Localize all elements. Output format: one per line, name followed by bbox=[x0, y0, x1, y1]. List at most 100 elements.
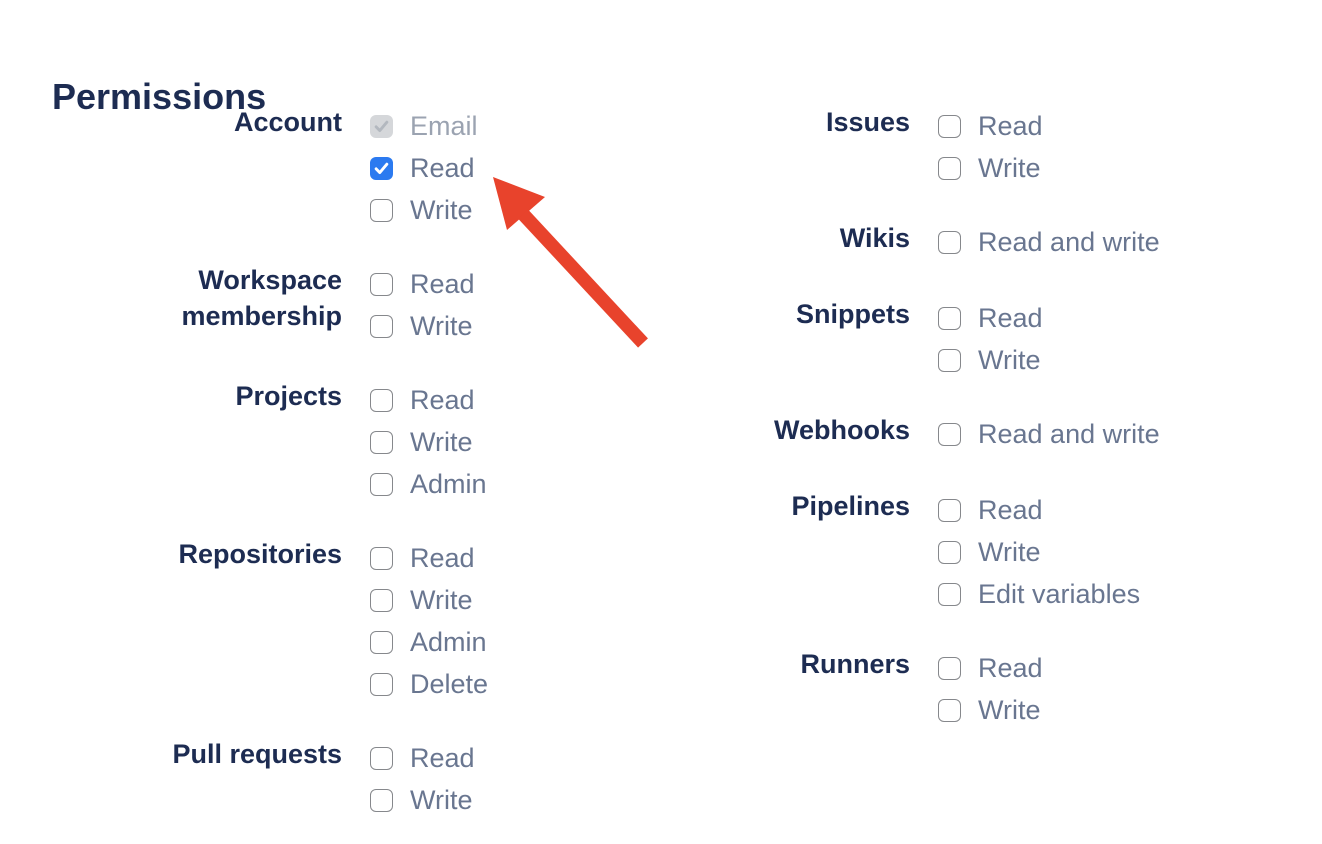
option-label-account-read: Read bbox=[410, 153, 475, 183]
group-label-repositories: Repositories bbox=[178, 539, 342, 569]
option-label-projects-read: Read bbox=[410, 385, 475, 415]
group-label-runners: Runners bbox=[800, 649, 910, 679]
permission-options: Read Write Admin Delete bbox=[370, 543, 489, 699]
option-label-snippets-write: Write bbox=[978, 345, 1041, 375]
option-label-wikis-read-and-write: Read and write bbox=[978, 227, 1160, 257]
checkbox-snippets-write[interactable] bbox=[938, 349, 961, 372]
option-label-runners-write: Write bbox=[978, 695, 1041, 725]
checkbox-account-email bbox=[370, 115, 393, 138]
checkbox-projects-read[interactable] bbox=[370, 389, 393, 412]
option-label-account-email: Email bbox=[410, 111, 478, 141]
option-webhooks-read-and-write: Read and write bbox=[938, 421, 1160, 448]
checkbox-pull-requests-read[interactable] bbox=[370, 747, 393, 770]
checkbox-pull-requests-write[interactable] bbox=[370, 789, 393, 812]
permission-options: Read and write bbox=[938, 421, 1160, 448]
option-wikis-read-and-write: Read and write bbox=[938, 227, 1160, 257]
option-label-pipelines-write: Write bbox=[978, 537, 1041, 567]
checkbox-workspace-membership-read[interactable] bbox=[370, 273, 393, 296]
option-label-issues-write: Write bbox=[978, 153, 1041, 183]
option-label-repositories-read: Read bbox=[410, 543, 475, 573]
option-label-workspace-membership-write: Write bbox=[410, 311, 473, 341]
group-label-webhooks: Webhooks bbox=[773, 415, 910, 445]
permission-group-workspace-membership: Workspace membership Read Write bbox=[167, 265, 488, 341]
permission-options: Read Write Edit variables bbox=[938, 495, 1140, 608]
group-label-pull-requests: Pull requests bbox=[172, 739, 342, 769]
option-pull-requests-read: Read bbox=[370, 745, 475, 772]
option-projects-write: Write bbox=[370, 427, 487, 457]
option-pipelines-read: Read bbox=[938, 495, 1140, 525]
option-label-issues-read: Read bbox=[978, 111, 1043, 141]
group-label-wikis: Wikis bbox=[839, 223, 910, 253]
option-projects-admin: Admin bbox=[370, 471, 487, 498]
option-label-pipelines-read: Read bbox=[978, 495, 1043, 525]
permission-options: Read Write bbox=[938, 653, 1043, 725]
option-label-snippets-read: Read bbox=[978, 303, 1043, 333]
checkbox-repositories-read[interactable] bbox=[370, 547, 393, 570]
option-repositories-delete: Delete bbox=[370, 669, 489, 699]
option-label-pull-requests-write: Write bbox=[410, 785, 473, 815]
checkbox-runners-write[interactable] bbox=[938, 699, 961, 722]
option-pull-requests-write: Write bbox=[370, 785, 475, 815]
checkbox-issues-write[interactable] bbox=[938, 157, 961, 180]
option-issues-write: Write bbox=[938, 153, 1043, 183]
option-account-read: Read bbox=[370, 153, 478, 183]
checkbox-repositories-delete[interactable] bbox=[370, 673, 393, 696]
checkbox-webhooks-read-and-write[interactable] bbox=[938, 423, 961, 446]
option-issues-read: Read bbox=[938, 111, 1043, 141]
option-repositories-write: Write bbox=[370, 585, 488, 615]
permission-group-wikis: Wikis Read and write bbox=[730, 223, 1160, 257]
option-account-write: Write bbox=[370, 197, 478, 224]
checkbox-repositories-write[interactable] bbox=[370, 589, 393, 612]
checkmark-icon bbox=[374, 162, 389, 175]
checkbox-projects-admin[interactable] bbox=[370, 473, 393, 496]
permission-group-repositories: Repositories Read Write Admin Delete bbox=[167, 539, 489, 699]
arrow-head bbox=[493, 177, 545, 230]
checkbox-wikis-read-and-write[interactable] bbox=[938, 231, 961, 254]
checkbox-account-read[interactable] bbox=[370, 157, 393, 180]
option-label-projects-write: Write bbox=[410, 427, 473, 457]
checkbox-snippets-read[interactable] bbox=[938, 307, 961, 330]
checkbox-workspace-membership-write[interactable] bbox=[370, 315, 393, 338]
group-label-pipelines: Pipelines bbox=[791, 491, 910, 521]
checkbox-projects-write[interactable] bbox=[370, 431, 393, 454]
group-label-workspace-membership: Workspace membership bbox=[181, 265, 342, 331]
option-label-repositories-admin: Admin bbox=[410, 627, 487, 657]
option-repositories-read: Read bbox=[370, 543, 488, 573]
group-label-issues: Issues bbox=[825, 107, 910, 137]
permission-options: Read and write bbox=[938, 227, 1160, 257]
option-label-workspace-membership-read: Read bbox=[410, 269, 475, 299]
checkbox-pipelines-edit-variables[interactable] bbox=[938, 583, 961, 606]
permission-group-snippets: Snippets Read Write bbox=[730, 299, 1160, 375]
option-snippets-write: Write bbox=[938, 345, 1043, 375]
group-label-projects: Projects bbox=[235, 381, 342, 411]
option-pipelines-write: Write bbox=[938, 537, 1140, 567]
checkbox-issues-read[interactable] bbox=[938, 115, 961, 138]
option-runners-write: Write bbox=[938, 695, 1043, 725]
checkbox-account-write[interactable] bbox=[370, 199, 393, 222]
permission-group-issues: Issues Read Write bbox=[730, 107, 1160, 183]
option-workspace-membership-write: Write bbox=[370, 311, 475, 341]
option-label-repositories-delete: Delete bbox=[410, 669, 489, 699]
option-label-runners-read: Read bbox=[978, 653, 1043, 683]
permission-group-projects: Projects Read Write Admin bbox=[167, 381, 488, 498]
group-label-snippets: Snippets bbox=[795, 299, 910, 329]
checkmark-icon bbox=[374, 120, 389, 133]
permissions-right-column: Issues Read Write Wikis Read and write S… bbox=[730, 107, 1160, 725]
option-workspace-membership-read: Read bbox=[370, 269, 475, 299]
permissions-left-column: Account Email Read Write Workspace membe… bbox=[167, 107, 489, 815]
permission-group-account: Account Email Read Write bbox=[167, 107, 488, 224]
permission-group-webhooks: Webhooks Read and write bbox=[730, 415, 1160, 448]
checkbox-repositories-admin[interactable] bbox=[370, 631, 393, 654]
checkbox-pipelines-read[interactable] bbox=[938, 499, 961, 522]
permission-group-runners: Runners Read Write bbox=[730, 649, 1160, 725]
option-label-repositories-write: Write bbox=[410, 585, 473, 615]
page-title: Permissions bbox=[52, 75, 267, 117]
permission-options: Read Write bbox=[370, 269, 475, 341]
option-account-email: Email bbox=[370, 111, 478, 141]
arrow-shaft bbox=[518, 209, 648, 348]
checkbox-pipelines-write[interactable] bbox=[938, 541, 961, 564]
option-pipelines-edit-variables: Edit variables bbox=[938, 581, 1140, 608]
permission-options: Read Write bbox=[370, 745, 475, 815]
checkbox-runners-read[interactable] bbox=[938, 657, 961, 680]
permission-options: Read Write bbox=[938, 303, 1043, 375]
